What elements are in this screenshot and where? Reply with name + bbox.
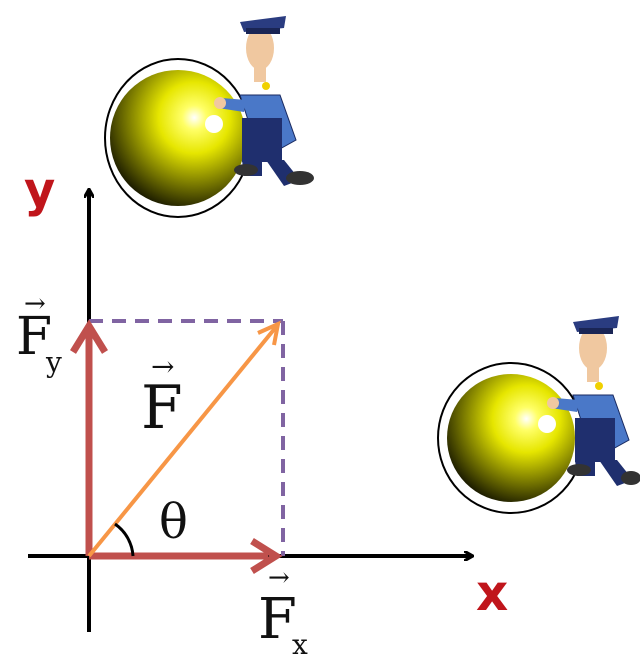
policeman-pushing-ball-icon	[104, 16, 314, 218]
y-component-label: → F y	[16, 289, 62, 379]
svg-text:F: F	[16, 307, 52, 367]
x-component-label: → F x	[258, 563, 308, 656]
svg-text:x: x	[292, 628, 308, 656]
svg-text:y: y	[45, 346, 62, 379]
svg-text:→: →	[24, 289, 46, 319]
svg-text:F: F	[141, 373, 183, 443]
svg-text:→: →	[268, 563, 290, 593]
x-component-arrowhead	[250, 538, 283, 574]
y-component-arrowhead	[70, 319, 108, 354]
svg-text:→: →	[151, 350, 174, 383]
resultant-vector	[87, 325, 278, 558]
y-axis-label: y	[24, 162, 55, 218]
x-axis-label: x	[476, 564, 508, 622]
angle-label: θ	[159, 494, 188, 550]
policeman-pushing-ball-icon	[437, 316, 640, 514]
svg-text:F: F	[258, 587, 297, 652]
angle-arc	[114, 522, 135, 557]
resultant-arrowhead	[257, 320, 281, 346]
resultant-label: → F	[141, 350, 183, 443]
